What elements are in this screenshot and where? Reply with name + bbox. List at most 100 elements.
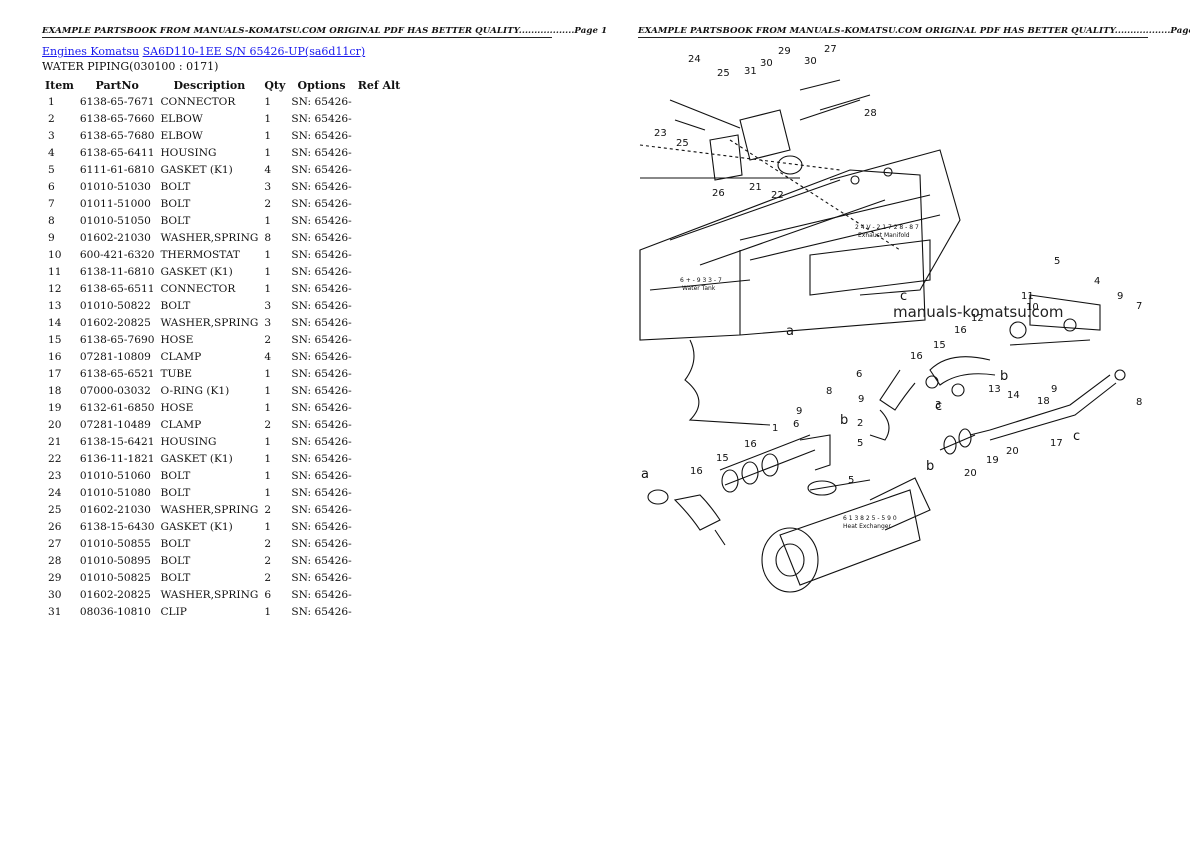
cell-item-number: 1 xyxy=(48,95,55,108)
cell-part-number: 01010-50825 xyxy=(79,571,151,584)
cell-description: GASKET (K1) xyxy=(160,520,233,533)
cell-ref-alt xyxy=(355,552,404,569)
cell-options: SN: 65426- xyxy=(291,605,352,618)
cell-ref-alt xyxy=(355,603,404,620)
cell-options: SN: 65426- xyxy=(291,146,352,159)
cell-part-number: 01010-51050 xyxy=(79,214,151,227)
cell-options: SN: 65426- xyxy=(291,248,352,261)
cell-description: BOLT xyxy=(160,571,191,584)
column-header-partno: PartNo xyxy=(95,78,139,92)
cell-part-number: 600-421-6320 xyxy=(79,248,155,261)
cell-part-number: 6138-15-6430 xyxy=(79,520,155,533)
cell-item-number: 12 xyxy=(48,282,62,295)
cell-options: SN: 65426- xyxy=(291,129,352,142)
cell-ref-alt xyxy=(355,314,404,331)
cell-ref-alt xyxy=(355,348,404,365)
cell-description: BOLT xyxy=(160,486,191,499)
column-header-ref-alt: Ref Alt xyxy=(357,78,401,92)
cell-quantity: 1 xyxy=(264,435,272,448)
cell-description: GASKET (K1) xyxy=(160,452,233,465)
cell-item-number: 17 xyxy=(48,367,62,380)
cell-options: SN: 65426- xyxy=(291,503,352,516)
cell-quantity: 1 xyxy=(264,265,272,278)
cell-ref-alt xyxy=(355,450,404,467)
cell-item-number: 3 xyxy=(48,129,55,142)
cell-ref-alt xyxy=(355,161,404,178)
cell-part-number: 6138-65-7660 xyxy=(79,112,155,125)
cell-description: HOSE xyxy=(160,333,194,346)
cell-part-number: 6136-11-1821 xyxy=(79,452,155,465)
cell-ref-alt xyxy=(355,501,404,518)
cell-quantity: 1 xyxy=(264,401,272,414)
cell-description: CONNECTOR xyxy=(160,282,236,295)
cell-quantity: 1 xyxy=(264,112,272,125)
cell-quantity: 1 xyxy=(264,520,272,533)
cell-description: BOLT xyxy=(160,197,191,210)
cell-quantity: 1 xyxy=(264,452,272,465)
cell-ref-alt xyxy=(355,569,404,586)
cell-quantity: 2 xyxy=(264,503,272,516)
cell-part-number: 6138-11-6810 xyxy=(79,265,155,278)
cell-ref-alt xyxy=(355,263,404,280)
cell-quantity: 1 xyxy=(264,248,272,261)
cell-part-number: 01602-20825 xyxy=(79,316,151,329)
cell-part-number: 6138-65-7690 xyxy=(79,333,155,346)
cell-part-number: 6138-65-7671 xyxy=(79,95,155,108)
cell-options: SN: 65426- xyxy=(291,401,352,414)
breadcrumb-link-engines[interactable]: Engines Komatsu xyxy=(42,45,140,58)
cell-part-number: 01010-51060 xyxy=(79,469,151,482)
cell-item-number: 14 xyxy=(48,316,62,329)
cell-item-number: 10 xyxy=(48,248,62,261)
cell-ref-alt xyxy=(355,433,404,450)
cell-description: WASHER,SPRING xyxy=(160,316,259,329)
cell-description: CLAMP xyxy=(160,350,202,363)
column-header-description: Description xyxy=(173,78,246,92)
cell-description: ELBOW xyxy=(160,129,203,142)
cell-options: SN: 65426- xyxy=(291,163,352,176)
left-pipe-assembly xyxy=(647,434,831,546)
cell-item-number: 13 xyxy=(48,299,62,312)
cell-item-number: 25 xyxy=(48,503,62,516)
cell-description: BOLT xyxy=(160,554,191,567)
cell-quantity: 4 xyxy=(264,163,272,176)
cell-options: SN: 65426- xyxy=(291,333,352,346)
cell-ref-alt xyxy=(355,586,404,603)
cell-options: SN: 65426- xyxy=(291,435,352,448)
tube-17 xyxy=(939,369,1126,455)
cell-part-number: 08036-10810 xyxy=(79,605,151,618)
cell-ref-alt xyxy=(355,365,404,382)
cell-ref-alt xyxy=(355,110,404,127)
cell-part-number: 01010-50822 xyxy=(79,299,151,312)
cell-description: THERMOSTAT xyxy=(160,248,240,261)
cell-ref-alt xyxy=(355,518,404,535)
cell-quantity: 1 xyxy=(264,146,272,159)
cell-ref-alt xyxy=(355,467,404,484)
cell-options: SN: 65426- xyxy=(291,367,352,380)
cell-item-number: 16 xyxy=(48,350,62,363)
cell-quantity: 1 xyxy=(264,469,272,482)
cell-options: SN: 65426- xyxy=(291,231,352,244)
cell-ref-alt xyxy=(355,382,404,399)
cell-ref-alt xyxy=(355,212,404,229)
cell-item-number: 23 xyxy=(48,469,62,482)
cell-description: HOUSING xyxy=(160,146,217,159)
cell-part-number: 01010-50895 xyxy=(79,554,151,567)
cell-options: SN: 65426- xyxy=(291,265,352,278)
cell-quantity: 1 xyxy=(264,95,272,108)
breadcrumb: Engines Komatsu SA6D110-1EE S/N 65426-UP… xyxy=(42,45,365,58)
breadcrumb-link-model[interactable]: SA6D110-1EE S/N 65426-UP(sa6d11cr) xyxy=(142,45,366,58)
cell-quantity: 8 xyxy=(264,231,272,244)
cell-options: SN: 65426- xyxy=(291,520,352,533)
